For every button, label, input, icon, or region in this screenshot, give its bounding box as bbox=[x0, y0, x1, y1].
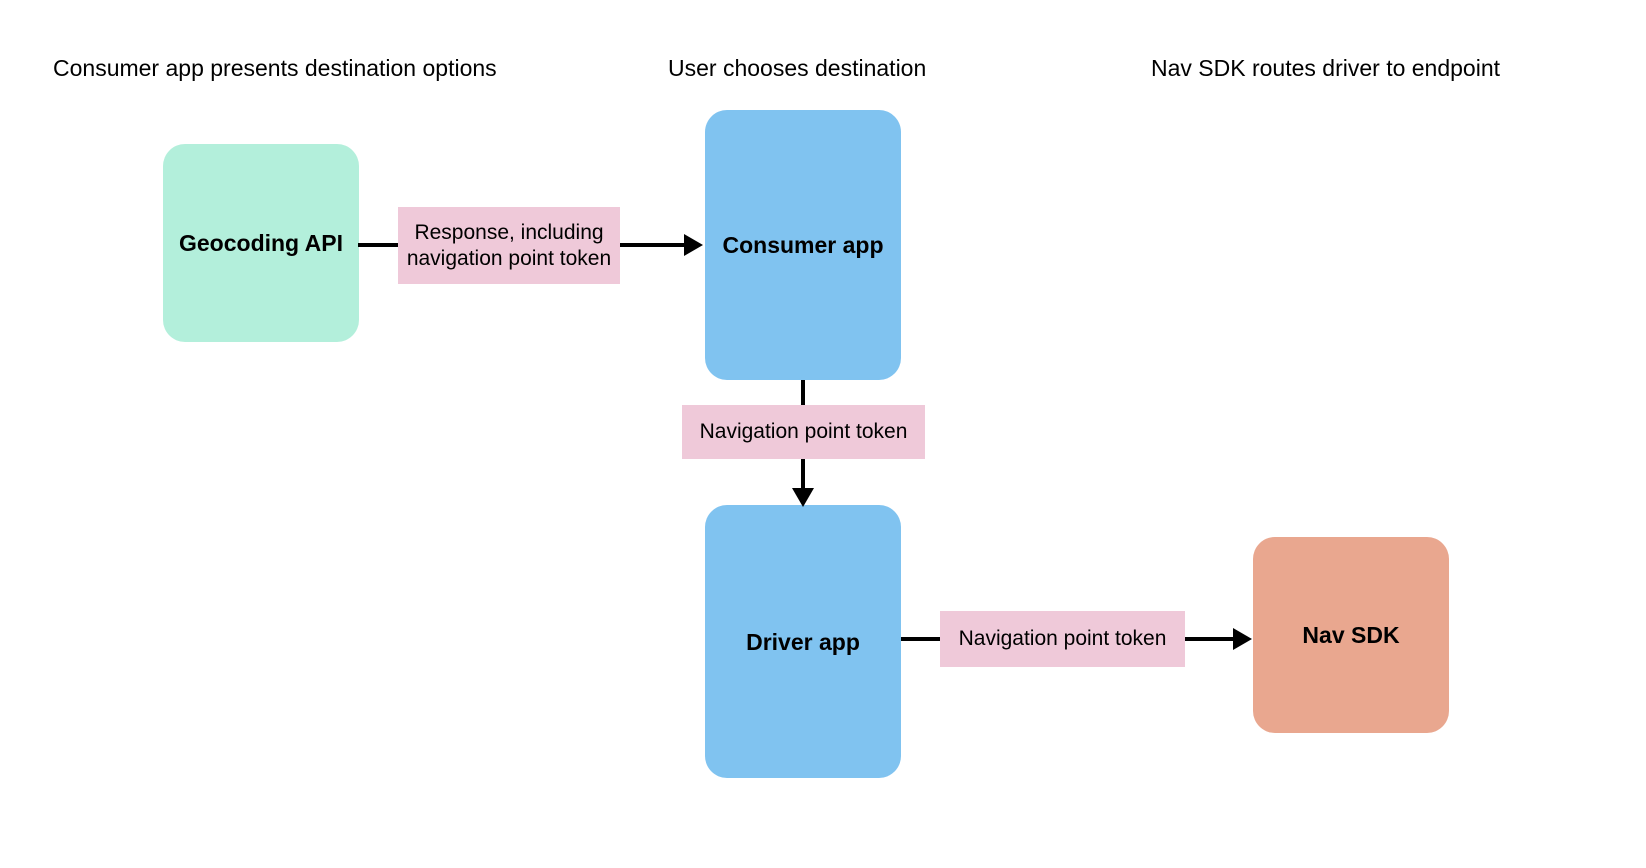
column-header-nav-routes: Nav SDK routes driver to endpoint bbox=[1151, 55, 1501, 81]
arrow-head-to-driver-app-icon bbox=[792, 488, 814, 507]
edge-label-driver-to-navsdk-text: Navigation point token bbox=[958, 627, 1167, 651]
node-consumer-app-label: Consumer app bbox=[722, 232, 884, 258]
edge-line-consumer-to-label bbox=[801, 380, 805, 408]
node-driver-app[interactable]: Driver app bbox=[705, 505, 901, 778]
edge-label-geocoding-to-consumer: Response, including navigation point tok… bbox=[398, 207, 620, 284]
column-header-consumer-options: Consumer app presents destination option… bbox=[53, 55, 497, 81]
edge-label-geocoding-to-consumer-text: Response, including navigation point tok… bbox=[406, 221, 612, 270]
edge-label-driver-to-navsdk: Navigation point token bbox=[940, 611, 1185, 667]
node-geocoding-api[interactable]: Geocoding API bbox=[163, 144, 359, 342]
node-driver-app-label: Driver app bbox=[746, 628, 860, 655]
node-geocoding-api-label: Geocoding API bbox=[179, 230, 343, 256]
node-nav-sdk-label: Nav SDK bbox=[1302, 622, 1400, 648]
node-nav-sdk[interactable]: Nav SDK bbox=[1253, 537, 1449, 733]
arrow-head-to-nav-sdk-icon bbox=[1233, 628, 1252, 650]
arrow-head-to-consumer-app-icon bbox=[684, 234, 703, 256]
edge-label-consumer-to-driver: Navigation point token bbox=[682, 405, 925, 459]
node-consumer-app[interactable]: Consumer app bbox=[705, 110, 901, 380]
edge-line-label-to-navsdk bbox=[1185, 637, 1235, 641]
edge-label-consumer-to-driver-text: Navigation point token bbox=[699, 420, 908, 444]
edge-line-label-to-consumer bbox=[620, 243, 684, 247]
edge-line-label-to-driver bbox=[801, 459, 805, 491]
edge-line-driver-to-label bbox=[901, 637, 943, 641]
edge-line-geocoding-to-label bbox=[358, 243, 400, 247]
column-header-user-chooses: User chooses destination bbox=[668, 55, 927, 81]
